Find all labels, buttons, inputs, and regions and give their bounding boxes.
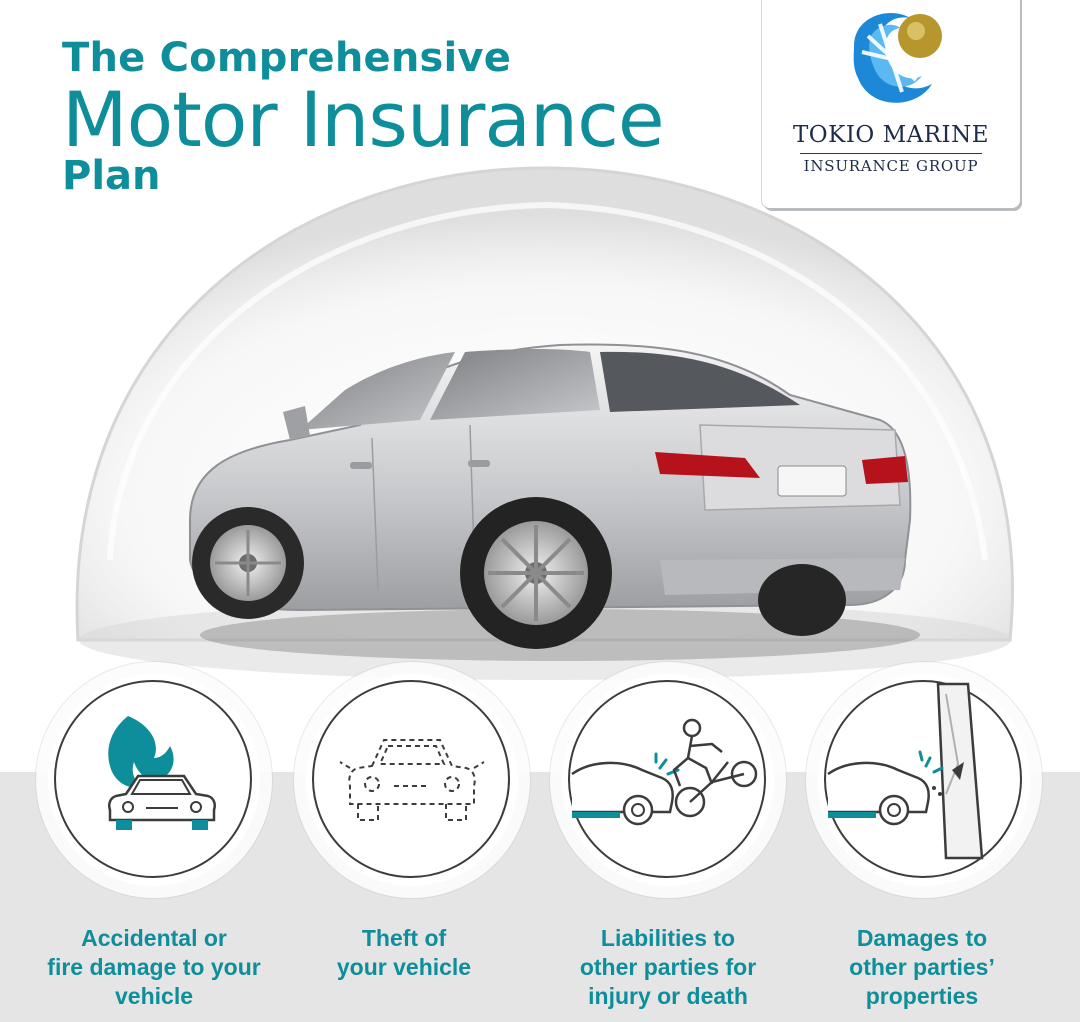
caption-line: fire damage to your [47,954,261,980]
coverage-icon-circle-4 [818,674,1030,886]
coverage-caption-4: Damages to other parties’ properties [787,924,1057,1011]
coverage-icon-circle-2 [306,674,518,886]
logo-company-name: TOKIO MARINE [792,122,990,148]
caption-line: vehicle [115,983,193,1009]
caption-line: Damages to [856,925,988,951]
caption-line: Accidental or [81,925,227,951]
page-title: The Comprehensive Motor Insurance Plan [62,34,665,199]
title-line-1: The Comprehensive [62,35,512,81]
caption-line: Theft of [361,925,447,951]
caption-line: properties [865,983,979,1009]
logo-company-subtitle: INSURANCE GROUP [803,157,979,175]
tokio-marine-logo-icon [853,13,942,103]
caption-line: Liabilities to [600,925,736,951]
coverage-caption-3: Liabilities to other parties for injury … [533,924,803,1011]
caption-line: other parties’ [849,954,995,980]
stolen-car-outline-icon [339,739,485,821]
caption-line: injury or death [588,983,748,1009]
coverage-icon-circle-3 [562,674,774,886]
caption-line: other parties for [579,954,757,980]
car-hits-cyclist-icon [571,718,758,826]
coverage-caption-1: Accidental or fire damage to your vehicl… [19,924,289,1011]
title-line-2: Motor Insurance [62,75,665,164]
car-fire-icon [108,716,216,830]
caption-line: your vehicle [336,954,472,980]
car-hits-wall-icon [827,682,984,860]
tokio-marine-logo-card: TOKIO MARINE INSURANCE GROUP [762,0,1020,208]
title-line-3: Plan [62,153,161,199]
coverage-icon-circle-1 [48,674,260,886]
logo-divider [800,153,982,154]
coverage-caption-2: Theft of your vehicle [269,924,539,982]
